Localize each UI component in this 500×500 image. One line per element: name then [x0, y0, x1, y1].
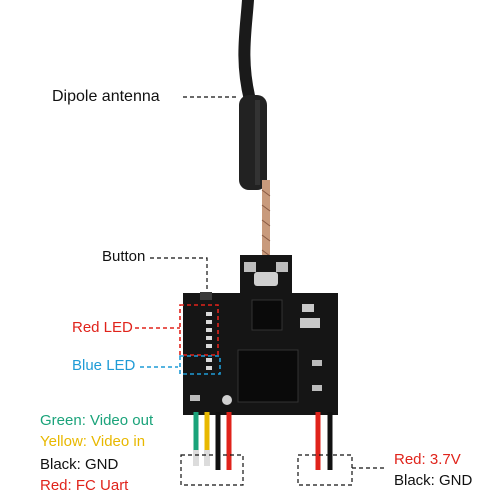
blue-led-box [179, 355, 221, 375]
red-led-box [179, 304, 219, 356]
label-black-gnd-left: Black: GND [40, 456, 119, 473]
label-red-led: Red LED [72, 319, 133, 336]
antenna-sleeve [239, 95, 267, 190]
label-black-gnd-right: Black: GND [394, 472, 473, 489]
label-yellow-video-in: Yellow: Video in [40, 433, 146, 450]
pcb-board [183, 255, 338, 415]
main-chip [237, 349, 299, 403]
button-leader [150, 257, 208, 292]
antenna-cable [238, 0, 256, 106]
antenna-coax [262, 180, 270, 270]
label-red-3-7v: Red: 3.7V [394, 451, 461, 468]
button-switch [200, 292, 212, 300]
label-red-fc-uart: Red: FC Uart [40, 477, 129, 494]
right-connector-box [297, 454, 353, 486]
left-connector-box [180, 454, 244, 486]
label-blue-led: Blue LED [72, 357, 136, 374]
label-green-video-out: Green: Video out [40, 412, 154, 429]
label-dipole-antenna: Dipole antenna [52, 88, 160, 105]
label-button: Button [102, 248, 146, 265]
rf-chip [251, 299, 283, 331]
